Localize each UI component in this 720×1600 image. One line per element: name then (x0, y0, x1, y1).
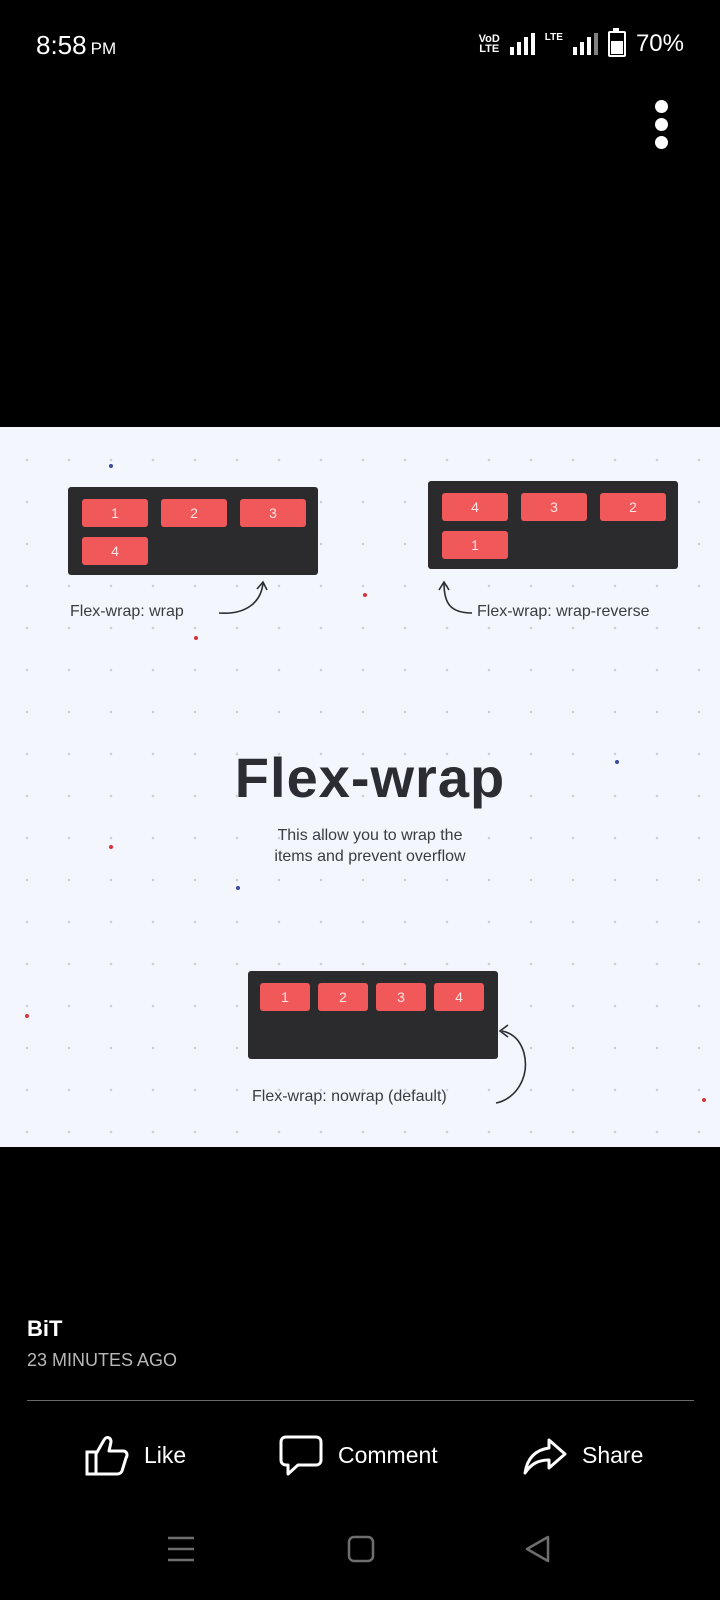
decor-dot (109, 464, 113, 468)
menu-lines-icon[interactable] (166, 1534, 196, 1564)
decor-dot (194, 636, 198, 640)
decor-dot (109, 845, 113, 849)
post-author[interactable]: BiT (27, 1316, 63, 1341)
comment-button[interactable]: Comment (278, 1425, 438, 1485)
post-timestamp: 23 MINUTES AGO (27, 1350, 178, 1370)
nowrap-demo-box: 1 2 3 4 (248, 971, 498, 1059)
decor-dot (25, 1014, 29, 1018)
thumbs-up-icon (85, 1436, 129, 1476)
clock-time: 8:58 (36, 30, 87, 60)
post-image[interactable]: 1 2 3 4 Flex-wrap: wrap 4 3 2 1 Flex-wra… (0, 427, 720, 1147)
decor-dot (702, 1098, 706, 1102)
curved-arrow-icon (495, 1024, 527, 1104)
comment-label: Comment (338, 1441, 438, 1468)
battery-percent: 70% (635, 30, 684, 57)
wrap-caption: Flex-wrap: wrap (70, 603, 184, 620)
curved-arrow-icon (438, 580, 473, 614)
signal-icon (509, 33, 535, 55)
battery-icon (607, 28, 626, 57)
share-arrow-icon (523, 1438, 567, 1475)
square-icon[interactable] (346, 1534, 376, 1564)
wrap-reverse-item: 3 (521, 493, 587, 521)
wrap-reverse-caption: Flex-wrap: wrap-reverse (477, 603, 650, 620)
subtitle-line: items and prevent overflow (274, 848, 466, 865)
nowrap-item: 4 (434, 983, 484, 1011)
infographic-title: Flex-wrap (234, 746, 506, 809)
subtitle-line: This allow you to wrap the (277, 827, 463, 844)
navigation-bar (0, 1520, 720, 1580)
post-actions: Like Comment Share (0, 1425, 720, 1485)
like-button[interactable]: Like (84, 1425, 186, 1485)
lte-label: LTE (544, 31, 563, 43)
wrap-reverse-item: 4 (442, 493, 508, 521)
decor-dot (236, 886, 240, 890)
divider (27, 1400, 694, 1401)
speech-bubble-icon (279, 1435, 323, 1476)
wrap-item: 1 (82, 499, 148, 527)
nowrap-item: 1 (260, 983, 310, 1011)
clock-ampm: PM (90, 39, 117, 58)
wrap-item: 3 (240, 499, 306, 527)
wrap-reverse-item: 2 (600, 493, 666, 521)
decor-dot (615, 760, 619, 764)
wrap-reverse-demo-box: 4 3 2 1 (428, 481, 678, 569)
nowrap-item: 3 (376, 983, 426, 1011)
infographic-subtitle: This allow you to wrap the items and pre… (190, 825, 550, 867)
share-button[interactable]: Share (522, 1425, 643, 1485)
like-label: Like (144, 1441, 187, 1468)
triangle-back-icon[interactable] (523, 1534, 553, 1564)
more-vertical-icon[interactable] (655, 100, 669, 150)
signal-2-icon (572, 33, 598, 55)
wrap-reverse-item: 1 (442, 531, 508, 559)
share-label: Share (582, 1441, 644, 1468)
nowrap-item: 2 (318, 983, 368, 1011)
wrap-item: 4 (82, 537, 148, 565)
wrap-item: 2 (161, 499, 227, 527)
curved-arrow-icon (218, 580, 268, 614)
decor-dot (363, 593, 367, 597)
wrap-demo-box: 1 2 3 4 (68, 487, 318, 575)
nowrap-caption: Flex-wrap: nowrap (default) (252, 1088, 447, 1105)
